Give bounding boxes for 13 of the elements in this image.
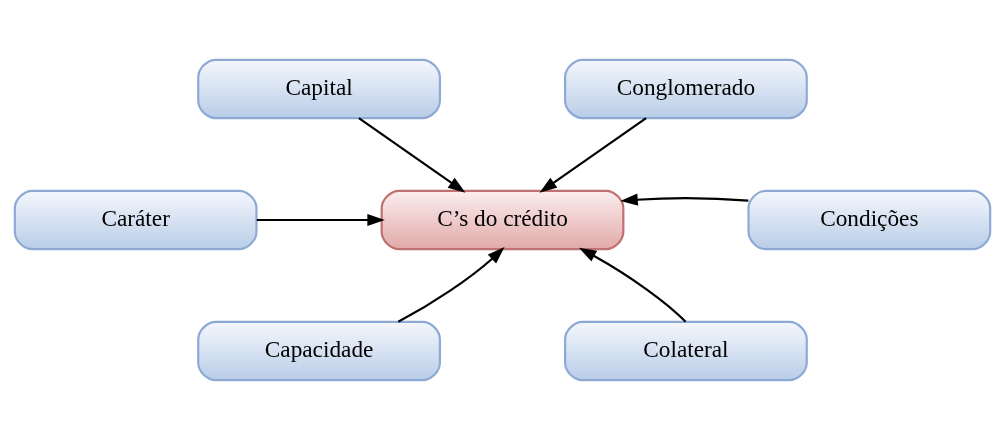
node-box: Conglomerado [563, 58, 808, 120]
arrow [397, 246, 505, 323]
node-box: Capital [196, 58, 441, 120]
node-box: Colateral [563, 320, 808, 382]
node-box: Capacidade [196, 320, 441, 382]
arrow [578, 247, 686, 323]
node-box: C’s do crédito [380, 189, 624, 251]
arrow [539, 117, 647, 193]
node-box: Caráter [13, 189, 258, 251]
node-box: Condições [746, 189, 991, 251]
arrow [619, 193, 748, 206]
arrow [256, 213, 385, 227]
arrow [357, 117, 465, 193]
